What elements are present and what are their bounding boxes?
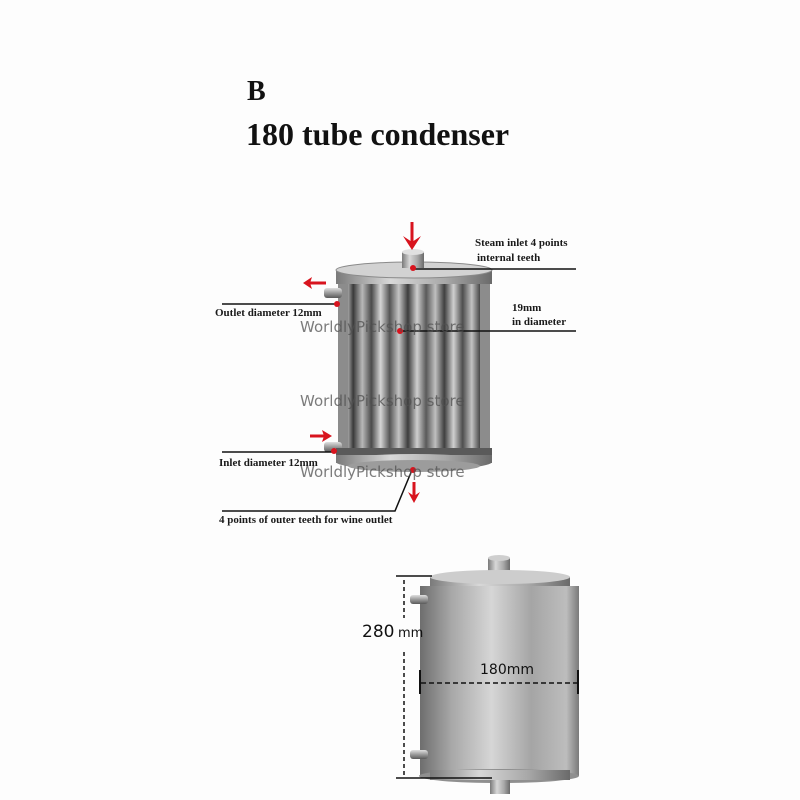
steam-inlet-label: Steam inlet 4 points	[475, 237, 568, 249]
tube-diameter-label: 19mm	[512, 302, 542, 314]
marker-dots	[331, 265, 416, 473]
height-dimension-unit: mm	[398, 626, 424, 641]
width-dimension-label: 180mm	[480, 662, 534, 678]
outlet-diameter-label: Outlet diameter 12mm	[215, 307, 322, 319]
steam-inlet-label-2: internal teeth	[477, 252, 541, 264]
tube-diameter-label-2: in diameter	[512, 316, 567, 328]
exterior-condenser	[410, 555, 579, 794]
flow-arrows	[303, 222, 421, 503]
height-dimension-value: 280	[362, 622, 395, 642]
variant-letter: B	[247, 76, 266, 107]
inlet-diameter-label: Inlet diameter 12mm	[219, 457, 318, 469]
leader-lines	[222, 268, 576, 512]
watermark: WorldlyPickshop store	[300, 318, 465, 336]
dimension-lines	[396, 575, 579, 779]
wine-outlet-label: 4 points of outer teeth for wine outlet	[219, 514, 393, 526]
watermark: WorldlyPickshop store	[300, 463, 465, 481]
watermark: WorldlyPickshop store	[300, 392, 465, 410]
page-title: 180 tube condenser	[246, 116, 510, 152]
cutaway-condenser	[324, 249, 493, 472]
